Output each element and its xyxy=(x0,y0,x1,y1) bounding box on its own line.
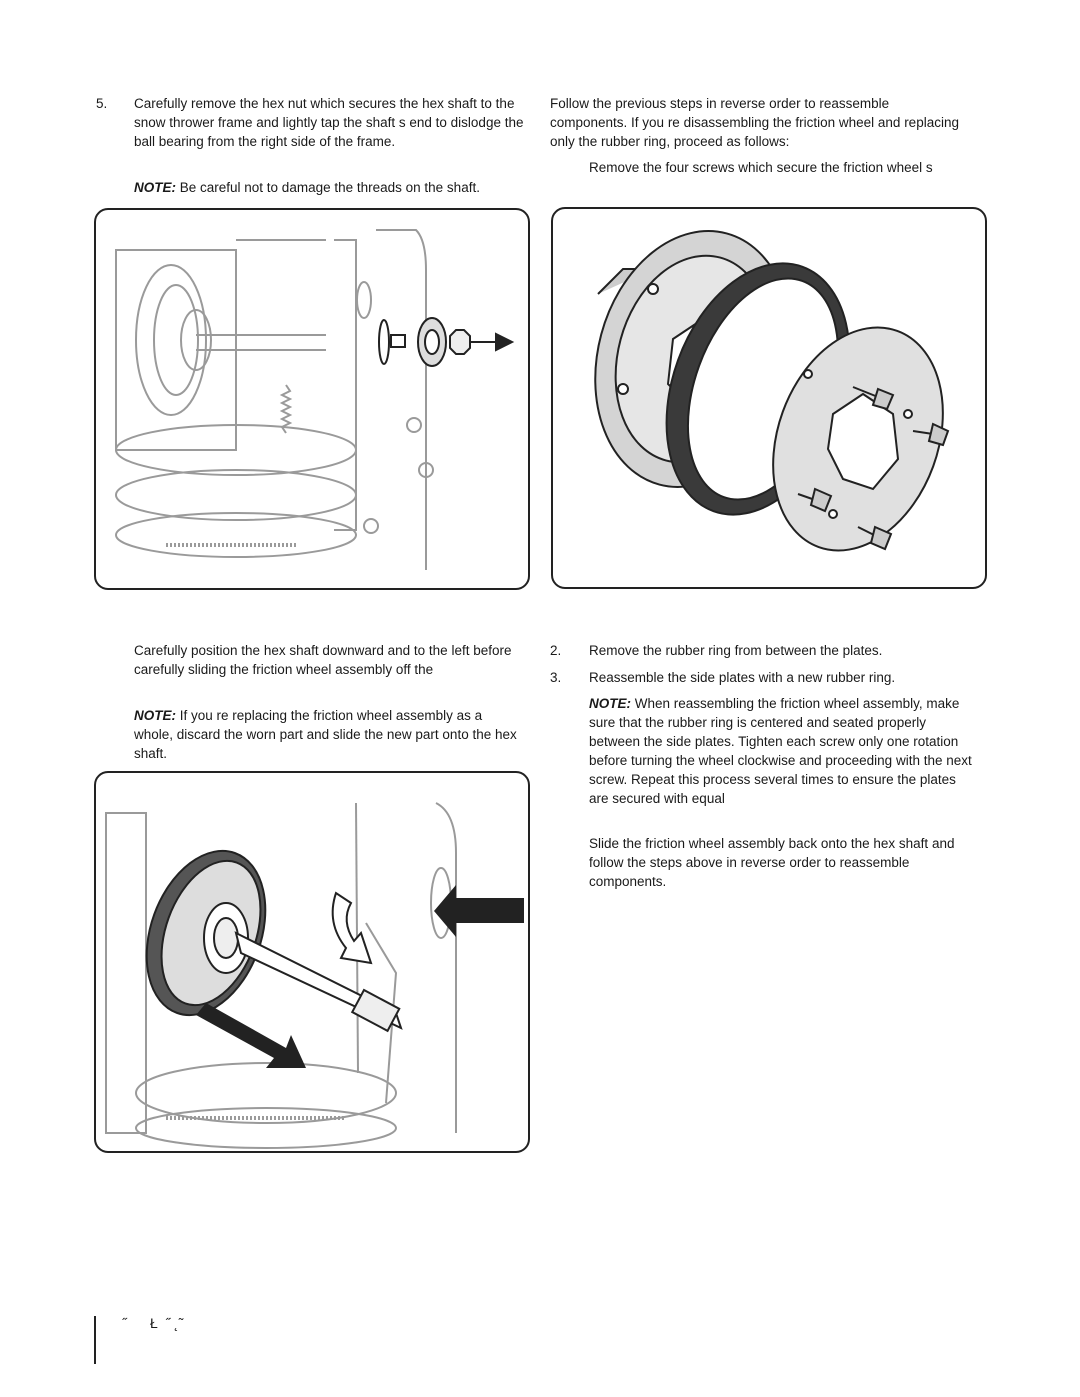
note-2-label: NOTE: xyxy=(134,708,176,723)
footer-rule xyxy=(94,1316,96,1364)
hex-nut-removal-illustration xyxy=(115,229,515,570)
note-3-label: NOTE: xyxy=(589,696,631,711)
note-1: NOTE: Be careful not to damage the threa… xyxy=(134,178,534,197)
note-3-text: When reassembling the friction wheel ass… xyxy=(589,696,972,806)
note-1-text: Be careful not to damage the threads on … xyxy=(176,180,480,195)
step-5-text: Carefully remove the hex nut which secur… xyxy=(134,96,524,149)
note-1-label: NOTE: xyxy=(134,180,176,195)
footer-text: ˝ Ł ˝ ˛˜ xyxy=(122,1315,184,1331)
note-2-text: If you re replacing the friction wheel a… xyxy=(134,708,517,761)
figure-friction-wheel-exploded xyxy=(551,207,987,589)
note-3: NOTE: When reassembling the friction whe… xyxy=(589,694,974,808)
friction-wheel-removal-illustration xyxy=(105,802,524,1149)
figure-hex-nut-removal xyxy=(94,208,530,590)
step-4-text: Slide the friction wheel assembly back o… xyxy=(589,836,955,889)
step-3-text: Reassemble the side plates with a new ru… xyxy=(589,670,896,685)
figure-friction-wheel-removal xyxy=(94,771,530,1153)
step-1-text: Remove the four screws which secure the … xyxy=(589,160,933,175)
step-2-text: Remove the rubber ring from between the … xyxy=(589,643,883,658)
friction-wheel-exploded-illustration xyxy=(594,230,950,552)
step-3-number: 3. xyxy=(550,670,562,685)
step-5-number: 5. xyxy=(96,96,108,111)
reassembly-intro: Follow the previous steps in reverse ord… xyxy=(550,96,959,149)
step-2-number: 2. xyxy=(550,643,562,658)
note-2: NOTE: If you re replacing the friction w… xyxy=(134,706,524,763)
step-6-text: Carefully position the hex shaft downwar… xyxy=(134,643,512,677)
